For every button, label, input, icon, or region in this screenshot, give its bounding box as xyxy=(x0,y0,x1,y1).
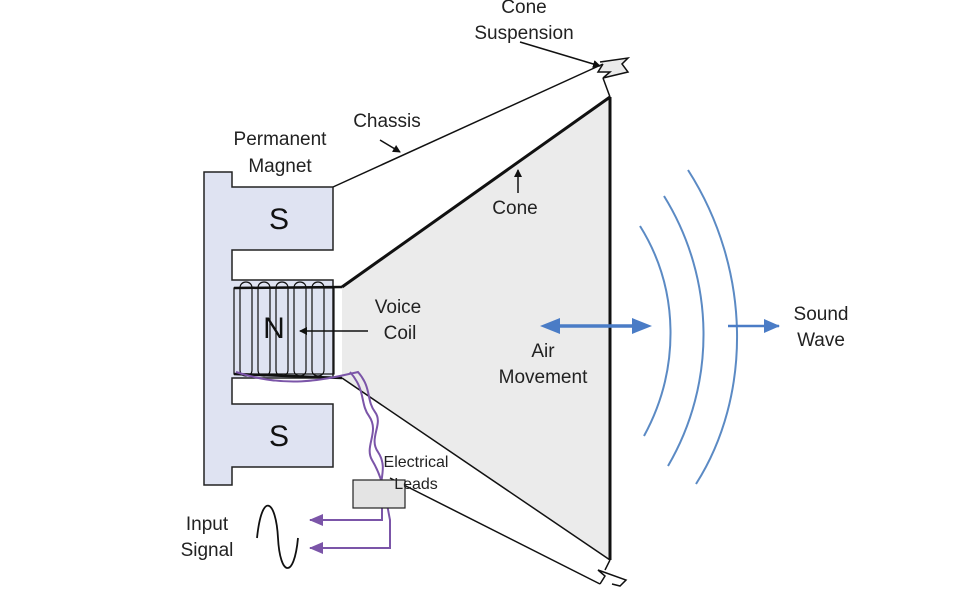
electrical-leads-label-1: Electrical xyxy=(384,454,449,471)
electrical-lead-1 xyxy=(235,370,384,526)
voice-coil-label-2: Coil xyxy=(384,323,417,344)
cone-suspension-lower xyxy=(597,569,628,587)
cone-suspension-label-1: Cone xyxy=(501,0,546,18)
electrical-leads-label-2: Leads xyxy=(394,476,438,493)
pole-bottom-label: S xyxy=(269,420,289,453)
sound-wave-label-1: Sound xyxy=(794,304,849,325)
voice-coil-label-1: Voice xyxy=(375,297,421,318)
cone-upper-edge xyxy=(341,95,611,289)
cone-body xyxy=(342,97,610,560)
permanent-magnet-label-1: Permanent xyxy=(234,129,328,150)
chassis-label: Chassis xyxy=(353,111,421,132)
cone-label: Cone xyxy=(492,198,537,219)
pole-center-label: N xyxy=(263,312,285,345)
input-signal-wave xyxy=(256,504,299,569)
chassis-pointer xyxy=(379,139,401,153)
air-movement-label-2: Movement xyxy=(499,367,588,388)
cone-lower-edge xyxy=(341,377,611,561)
pole-top-label: S xyxy=(269,203,289,236)
cone-suspension-pointer xyxy=(519,41,601,68)
sound-wave-arcs xyxy=(639,169,739,485)
cone-suspension-upper xyxy=(596,56,631,79)
cone-suspension-label-2: Suspension xyxy=(474,23,573,44)
terminal-block xyxy=(352,479,406,509)
sound-wave-label-2: Wave xyxy=(797,330,845,351)
input-signal-label-1: Input xyxy=(186,514,229,535)
air-movement-label-1: Air xyxy=(531,341,555,362)
permanent-magnet-label-2: Magnet xyxy=(248,156,312,177)
voice-coil-windings xyxy=(239,281,325,377)
chassis-lower xyxy=(389,477,601,585)
input-signal-label-2: Signal xyxy=(181,540,234,561)
chassis-upper xyxy=(332,63,604,188)
